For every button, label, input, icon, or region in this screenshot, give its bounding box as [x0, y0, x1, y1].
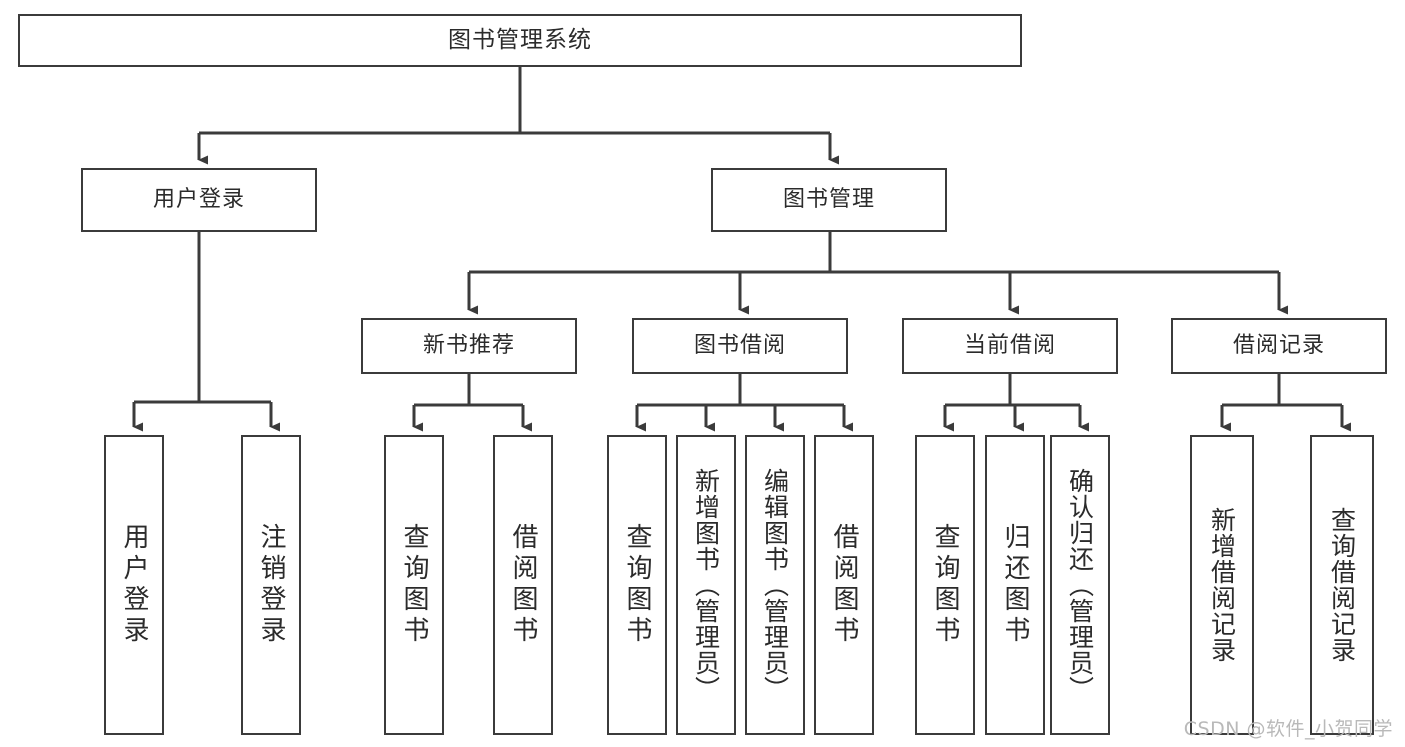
leaf-logout[interactable]: 注销登录 [241, 435, 301, 735]
node-label: 归还图书 [1000, 523, 1030, 647]
node-label: 新书推荐 [422, 333, 515, 359]
node-label: 借阅记录 [1232, 333, 1325, 359]
node-label: 查询图书 [622, 523, 652, 647]
node-label: 用户登录 [152, 187, 245, 213]
node-label: 编辑图书（管理员） [760, 468, 790, 702]
leaf-confirm-return-admin[interactable]: 确认归还（管理员） [1050, 435, 1110, 735]
leaf-borrow-book-recommend[interactable]: 借阅图书 [493, 435, 553, 735]
node-label: 借阅图书 [508, 523, 538, 647]
leaf-user-login[interactable]: 用户登录 [104, 435, 164, 735]
node-label: 新增借阅记录 [1207, 507, 1237, 663]
leaf-edit-book-admin[interactable]: 编辑图书（管理员） [745, 435, 805, 735]
node-label: 图书管理系统 [448, 26, 592, 53]
node-user-login[interactable]: 用户登录 [81, 168, 317, 232]
node-label: 借阅图书 [829, 523, 859, 647]
leaf-add-borrow-record[interactable]: 新增借阅记录 [1190, 435, 1254, 735]
node-label: 新增图书（管理员） [691, 468, 721, 702]
leaf-query-book-recommend[interactable]: 查询图书 [384, 435, 444, 735]
node-book-management[interactable]: 图书管理 [711, 168, 947, 232]
leaf-return-book[interactable]: 归还图书 [985, 435, 1045, 735]
node-label: 查询借阅记录 [1327, 507, 1357, 663]
node-label: 用户登录 [119, 523, 149, 647]
node-label: 图书借阅 [693, 333, 786, 359]
node-borrow-record[interactable]: 借阅记录 [1171, 318, 1387, 374]
node-label: 查询图书 [399, 523, 429, 647]
leaf-borrow-book[interactable]: 借阅图书 [814, 435, 874, 735]
leaf-query-book-current[interactable]: 查询图书 [915, 435, 975, 735]
leaf-query-borrow-record[interactable]: 查询借阅记录 [1310, 435, 1374, 735]
node-label: 查询图书 [930, 523, 960, 647]
node-label: 注销登录 [256, 523, 286, 647]
node-root-system[interactable]: 图书管理系统 [18, 14, 1022, 67]
node-label: 当前借阅 [963, 333, 1056, 359]
node-label: 图书管理 [782, 187, 875, 213]
node-label: 确认归还（管理员） [1065, 468, 1095, 702]
node-current-borrow[interactable]: 当前借阅 [902, 318, 1118, 374]
leaf-query-book-borrow[interactable]: 查询图书 [607, 435, 667, 735]
node-book-borrow[interactable]: 图书借阅 [632, 318, 848, 374]
leaf-add-book-admin[interactable]: 新增图书（管理员） [676, 435, 736, 735]
node-new-book-recommend[interactable]: 新书推荐 [361, 318, 577, 374]
watermark-text: CSDN @软件_小贺同学 [1183, 718, 1393, 740]
